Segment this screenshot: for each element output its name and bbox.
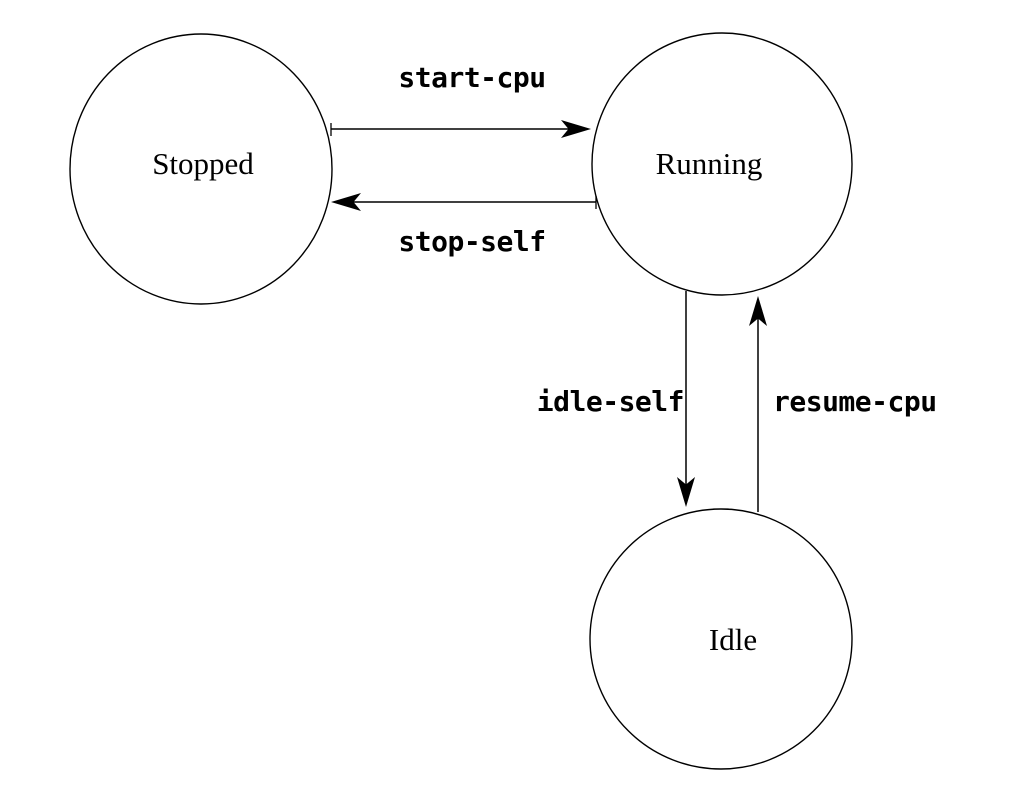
state-stopped: Stopped: [69, 33, 333, 305]
state-idle: Idle: [589, 508, 853, 770]
idle-self-label: idle-self: [537, 385, 684, 418]
state-stopped-label: Stopped: [152, 146, 254, 181]
start-cpu-arrowhead-icon: [561, 120, 591, 138]
transition-idle-self: idle-self: [537, 291, 695, 507]
state-running: Running: [591, 32, 853, 296]
state-idle-circle: [589, 508, 853, 770]
resume-cpu-label: resume-cpu: [773, 385, 937, 418]
state-running-label: Running: [656, 146, 763, 181]
state-idle-label: Idle: [709, 622, 757, 657]
start-cpu-label: start-cpu: [398, 61, 545, 94]
transition-resume-cpu: resume-cpu: [749, 296, 937, 512]
stop-self-label: stop-self: [398, 225, 545, 258]
idle-self-arrowhead-icon: [677, 477, 695, 507]
state-running-circle: [591, 32, 853, 296]
state-stopped-circle: [69, 33, 333, 305]
transition-start-cpu: start-cpu: [330, 61, 591, 138]
resume-cpu-arrowhead-icon: [749, 296, 767, 326]
transition-stop-self: stop-self: [331, 193, 597, 258]
stop-self-arrowhead-icon: [331, 193, 361, 211]
